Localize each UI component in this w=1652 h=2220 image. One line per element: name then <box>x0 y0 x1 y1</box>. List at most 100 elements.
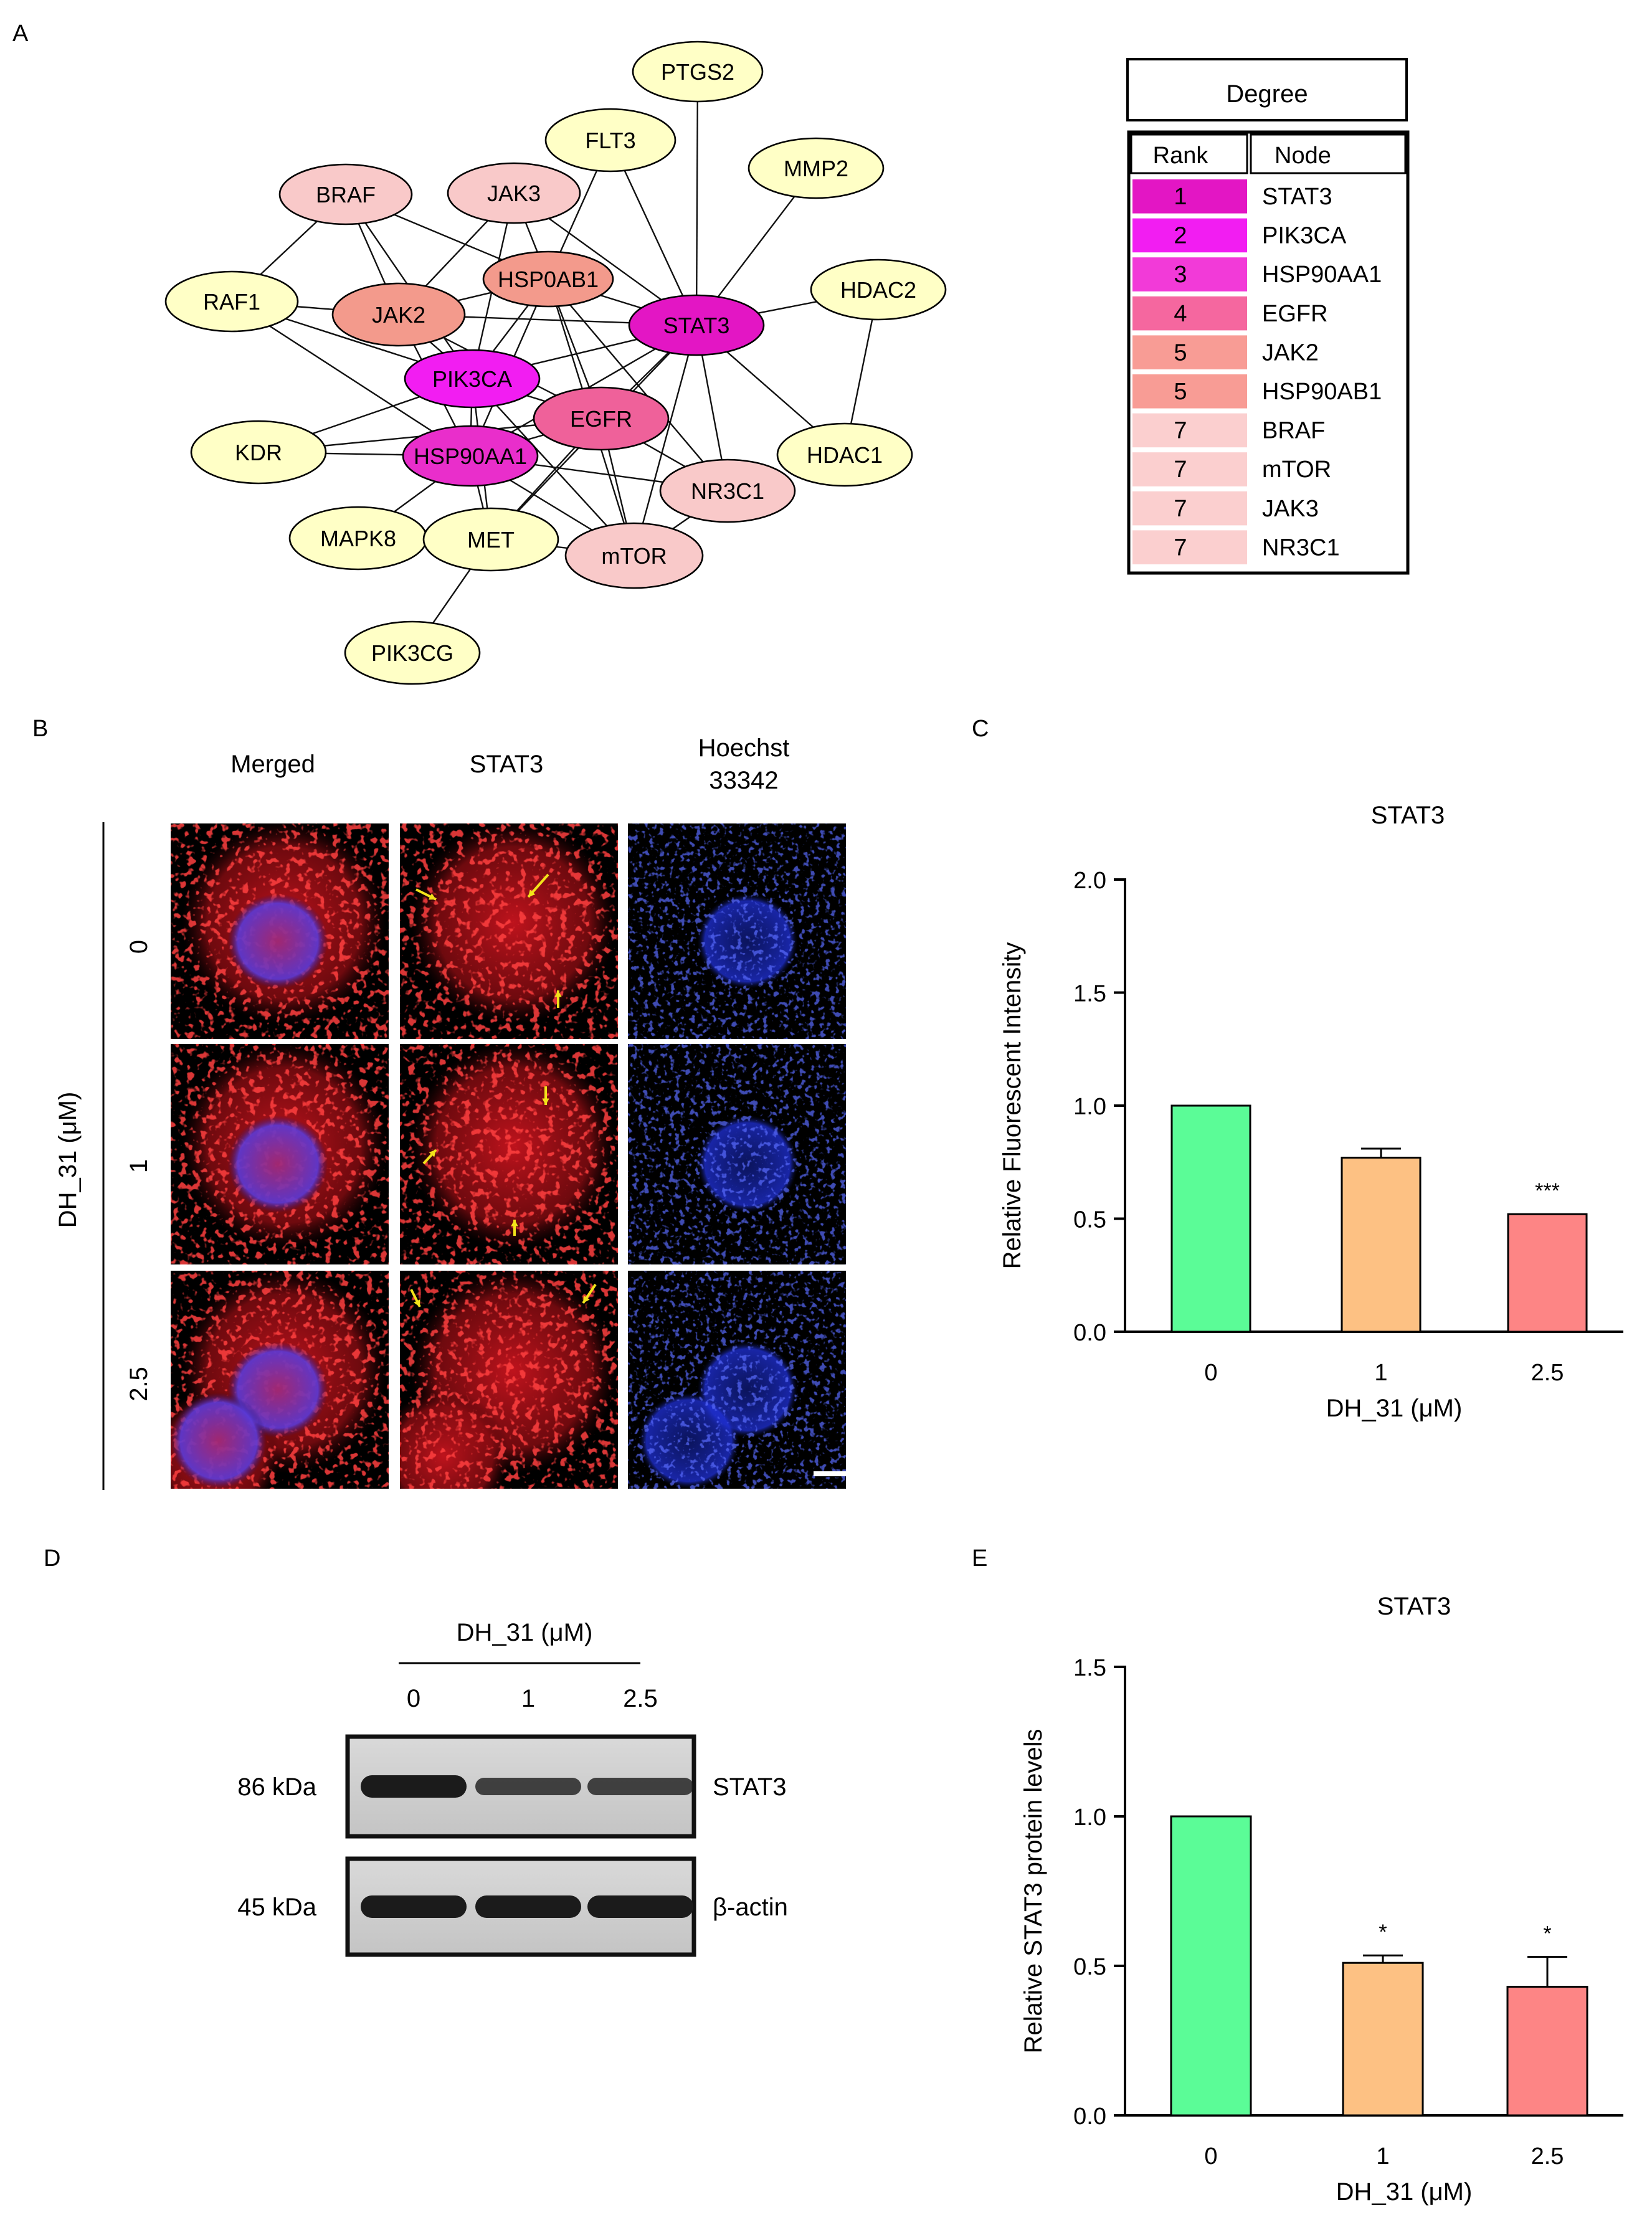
chart-title: STAT3 <box>1377 1593 1451 1620</box>
bar-0 <box>1170 1815 1252 2117</box>
rank-swatch <box>1132 179 1247 214</box>
node-ellipse <box>422 507 559 572</box>
col-header-hoechst-line2: 33342 <box>709 767 778 794</box>
arrowhead-icon <box>429 893 436 900</box>
row-axis-label: DH_31 (μM) <box>54 1092 82 1228</box>
rank-cell: 5 <box>1174 379 1187 405</box>
node-label: JAK3 <box>487 181 541 206</box>
micrograph-stat3-row-2-5 <box>400 1271 618 1489</box>
degree-title: Degree <box>1226 80 1308 108</box>
significance-label: * <box>1379 1920 1387 1944</box>
y-tick-label: 1.0 <box>1073 1094 1106 1120</box>
node-stat3: STAT3 <box>628 294 765 356</box>
node-ellipse <box>659 458 796 523</box>
node-label: BRAF <box>316 182 376 207</box>
row-label-0: 0 <box>125 940 153 954</box>
edge-stat3-mtor <box>633 325 698 556</box>
y-tick-label: 0.0 <box>1073 2104 1106 2130</box>
node-label: HSP0AB1 <box>498 267 599 292</box>
rank-cell: 5 <box>1174 339 1187 366</box>
bar-2-5 <box>1506 1986 1588 2117</box>
bar-0 <box>1170 1104 1251 1333</box>
y-tick-label: 1.5 <box>1073 981 1106 1007</box>
y-tick-label: 0.5 <box>1073 1954 1106 1980</box>
node-cell: PIK3CA <box>1262 223 1347 249</box>
node-label: NR3C1 <box>691 478 764 504</box>
node-hsp0ab1: HSP0AB1 <box>482 250 614 308</box>
micrograph-merged-row-1 <box>171 1044 389 1264</box>
rank-swatch <box>1132 374 1247 409</box>
node-cell: NR3C1 <box>1262 534 1340 561</box>
node-ellipse <box>564 522 704 589</box>
node-label: HDAC2 <box>840 277 916 303</box>
row-label-2-5: 2.5 <box>125 1367 153 1402</box>
micrograph-stat3-row-0 <box>400 823 618 1039</box>
node-met: MET <box>422 507 559 572</box>
micrograph-hoechst-row-2-5 <box>628 1271 846 1489</box>
rank-header-cell <box>1130 133 1248 174</box>
blot-treatment-label: DH_31 (μM) <box>457 1619 593 1646</box>
x-axis-label: DH_31 (μM) <box>1336 2178 1473 2206</box>
rank-cell: 7 <box>1174 534 1187 561</box>
x-tick-label: 2.5 <box>1531 1360 1564 1386</box>
lane-label-1: 1 <box>521 1685 535 1712</box>
bar-2-5 <box>1507 1213 1588 1333</box>
node-ellipse <box>632 40 764 103</box>
panel-letter-c: C <box>972 716 989 742</box>
node-hsp90aa1: HSP90AA1 <box>402 425 539 487</box>
node-kdr: KDR <box>190 420 327 485</box>
node-ellipse <box>402 425 539 487</box>
rank-swatch <box>1132 335 1247 369</box>
node-cell: mTOR <box>1262 457 1331 483</box>
edge-raf1-hsp90aa1 <box>231 300 471 457</box>
node-ellipse <box>533 386 670 451</box>
node-nr3c1: NR3C1 <box>659 458 796 523</box>
node-header: Node <box>1275 143 1331 169</box>
node-ptgs2: PTGS2 <box>632 40 764 103</box>
micrograph-hoechst-row-1 <box>628 1044 846 1264</box>
arrowhead-icon <box>542 1098 549 1105</box>
band <box>587 1895 693 1918</box>
micrograph-merged-row-0 <box>171 823 389 1039</box>
node-label: MET <box>467 527 515 553</box>
band <box>587 1778 693 1795</box>
edge-ptgs2-stat3 <box>695 71 699 326</box>
rank-cell: 7 <box>1174 418 1187 444</box>
node-hdac2: HDAC2 <box>810 259 947 321</box>
x-tick-label: 0 <box>1204 1360 1217 1386</box>
table-row: 7 NR3C1 <box>1132 530 1340 564</box>
col-header-hoechst: Hoechst <box>698 734 790 762</box>
scale-bar <box>814 1471 846 1476</box>
rank-cell: 4 <box>1174 301 1187 327</box>
node-braf: BRAF <box>278 163 413 225</box>
panel-b: B Merged STAT3 Hoechst 33342 DH_31 (μM) … <box>32 716 846 1490</box>
node-ellipse <box>447 162 581 224</box>
x-tick-label: 1 <box>1374 1360 1387 1386</box>
band-protein-label: β-actin <box>713 1894 788 1921</box>
arrowhead-icon <box>583 1296 590 1303</box>
node-label: RAF1 <box>203 289 260 315</box>
band <box>361 1895 467 1918</box>
y-axis-label: Relative STAT3 protein levels <box>1020 1729 1047 2054</box>
y-tick-label: 1.0 <box>1073 1805 1106 1831</box>
rank-swatch <box>1132 257 1247 292</box>
node-cell: STAT3 <box>1262 184 1332 210</box>
node-pik3cg: PIK3CG <box>344 620 481 685</box>
rank-swatch <box>1132 413 1247 448</box>
micrograph-merged-row-2-5 <box>171 1271 389 1489</box>
microscopy-grid <box>171 823 846 1489</box>
node-ellipse <box>810 259 947 321</box>
node-label: FLT3 <box>585 128 635 153</box>
